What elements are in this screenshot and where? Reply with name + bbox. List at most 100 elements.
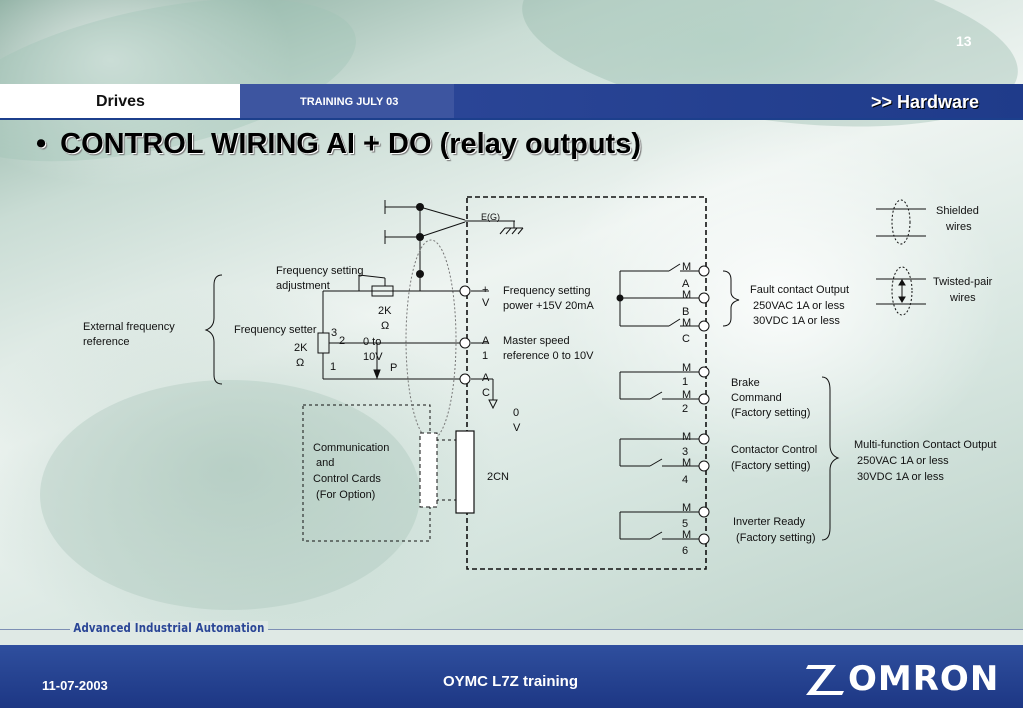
omron-logo-icon: OMRON (806, 659, 998, 699)
earth-label: E(G) (481, 212, 500, 222)
header-right-panel: >> Hardware (454, 84, 1023, 120)
pin-label: 1 (330, 361, 336, 373)
terminal-icon (698, 393, 710, 405)
comm-cards-label: and (313, 457, 334, 469)
terminal-icon (698, 433, 710, 445)
freq-setter-label: Frequency setter (234, 324, 317, 336)
p-label: P (390, 362, 397, 374)
comm-cards-label: (For Option) (313, 489, 375, 501)
relay-terminal-label: M (682, 362, 691, 374)
inverter-box (466, 196, 707, 570)
header-middle-panel: TRAINING JULY 03 (240, 84, 454, 120)
junction-dot (416, 233, 424, 241)
twisted-label: Twisted-pair (933, 276, 993, 288)
option-card-connector (419, 432, 438, 508)
footer-title: OYMC L7Z training (443, 673, 578, 690)
brace-multi (821, 376, 840, 541)
logo-text: OMRON (848, 659, 1000, 699)
terminal-icon (698, 366, 710, 378)
pot-adjust-value: 2K (378, 305, 392, 317)
freq-adjust-label: Frequency setting (276, 265, 363, 277)
shielded-label: wires (945, 221, 972, 233)
relay-terminal-label: 5 (682, 518, 688, 530)
master-speed-label: Master speed (503, 335, 570, 347)
company-line: Advanced Industrial Automation (70, 621, 268, 635)
terminals (459, 265, 710, 545)
freq-supply-label: power +15V 20mA (503, 300, 594, 312)
pot-setter-value: Ω (296, 357, 304, 369)
terminal-icon (698, 265, 710, 277)
slide-title: • CONTROL WIRING AI + DO (relay outputs) (36, 128, 641, 161)
terminal-icon (698, 533, 710, 545)
fault-output-label: Fault contact Output (750, 284, 849, 296)
range-label: 10V (363, 351, 383, 363)
shielded-label: Shielded (936, 205, 979, 217)
contactor-control-label: Contactor Control (731, 444, 817, 456)
shield-ellipse (405, 239, 457, 441)
junction-dot (416, 270, 424, 278)
twisted-label: wires (949, 292, 976, 304)
fault-output-label: 250VAC 1A or less (750, 300, 845, 312)
pin-label: 2 (339, 335, 345, 347)
terminal-icon (698, 460, 710, 472)
junction-dots (416, 203, 624, 302)
terminal-icon (459, 285, 471, 297)
fault-output-label: 30VDC 1A or less (750, 315, 840, 327)
inverter-ready-label: (Factory setting) (733, 532, 816, 544)
fault-terminal-label: A (682, 278, 690, 290)
terminal-icon (698, 506, 710, 518)
header-bar: Drives TRAINING JULY 03 >> Hardware (0, 84, 1023, 120)
brace-external (204, 274, 223, 385)
relay-terminal-label: M (682, 457, 691, 469)
connector-label: 2CN (487, 471, 509, 483)
connector-2cn (455, 430, 475, 514)
brake-command-label: Brake (731, 377, 760, 389)
inverter-ready-label: Inverter Ready (733, 516, 806, 528)
freq-adjust-label: adjustment (276, 280, 330, 292)
junction-dot (616, 294, 624, 302)
ext-freq-ref-label: reference (83, 336, 129, 348)
fault-terminal-label: M (682, 289, 691, 301)
junction-dot (416, 203, 424, 211)
fault-terminal-label: M (682, 261, 691, 273)
freq-supply-label: Frequency setting (503, 285, 590, 297)
terminal-icon (698, 320, 710, 332)
relay-terminal-label: M (682, 502, 691, 514)
relay-terminal-label: 6 (682, 545, 688, 557)
terminal-icon (459, 337, 471, 349)
footer-date: 11-07-2003 (42, 678, 108, 693)
terminal-label: A (482, 372, 490, 384)
topic-label: >> Hardware (870, 92, 979, 112)
contactor-control-label: (Factory setting) (731, 460, 810, 472)
relay-terminal-label: 3 (682, 446, 688, 458)
relay-terminal-label: 4 (682, 474, 688, 486)
comm-cards-label: Communication (313, 442, 389, 454)
terminal-label: A (482, 335, 490, 347)
fault-terminal-label: C (682, 333, 690, 345)
footer-bar: 11-07-2003 OYMC L7Z training OMRON (0, 645, 1023, 708)
brake-command-label: (Factory setting) (731, 407, 810, 419)
comm-cards-label: Control Cards (313, 473, 381, 485)
brace-fault (722, 270, 740, 327)
zero-v-label: 0 (513, 407, 519, 419)
multi-output-label: 30VDC 1A or less (854, 471, 944, 483)
terminal-label: 1 (482, 350, 488, 362)
logo-mark (806, 665, 844, 695)
multi-output-label: 250VAC 1A or less (854, 455, 949, 467)
title-text: CONTROL WIRING AI + DO (relay outputs) (60, 128, 641, 160)
terminal-icon (459, 373, 471, 385)
background-swoosh (40, 380, 420, 610)
title-bullet: • (36, 128, 47, 160)
training-label: TRAINING JULY 03 (300, 96, 399, 108)
terminal-icon (698, 292, 710, 304)
relay-terminal-label: M (682, 389, 691, 401)
fault-terminal-label: B (682, 306, 689, 318)
range-label: 0 to (363, 336, 381, 348)
ext-freq-ref-label: External frequency (83, 321, 175, 333)
fault-terminal-label: M (682, 317, 691, 329)
relay-terminal-label: 1 (682, 376, 688, 388)
relay-terminal-label: 2 (682, 403, 688, 415)
master-speed-label: reference 0 to 10V (503, 350, 594, 362)
terminal-label: V (482, 297, 490, 309)
zero-v-label: V (513, 422, 521, 434)
